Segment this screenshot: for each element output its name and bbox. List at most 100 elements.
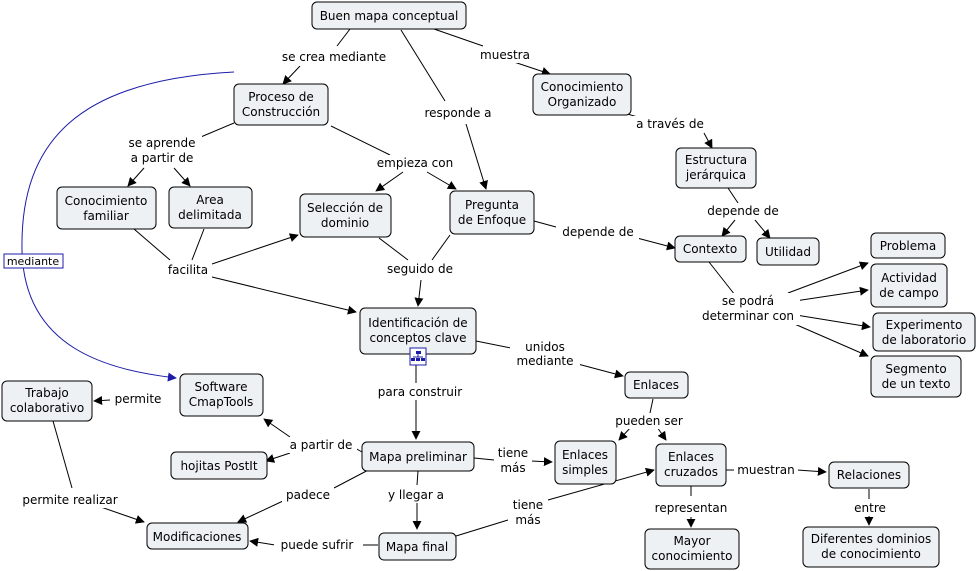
concept-estructura-jerarquica[interactable]: Estructura jerárquica	[675, 147, 757, 189]
svg-text:se crea mediante: se crea mediante	[282, 50, 386, 64]
concept-enlaces-cruzados[interactable]: Enlaces cruzados	[655, 443, 727, 487]
svg-text:mediante: mediante	[7, 255, 60, 268]
concept-utilidad[interactable]: Utilidad	[756, 237, 820, 266]
svg-text:Identificación de: Identificación de	[368, 316, 467, 330]
svg-text:dominio: dominio	[321, 216, 369, 230]
svg-text:puede sufrir: puede sufrir	[281, 538, 354, 552]
link-se-crea-mediante: se crea mediante	[278, 48, 390, 66]
link-para-construir: para construir	[372, 383, 468, 400]
svg-text:Estructura: Estructura	[685, 153, 747, 167]
svg-text:Conocimiento: Conocimiento	[65, 194, 148, 208]
svg-text:determinar con: determinar con	[702, 309, 794, 323]
svg-text:responde a: responde a	[424, 106, 491, 120]
concept-identificacion-de-conceptos-clave[interactable]: Identificación de conceptos clave	[359, 307, 477, 355]
svg-text:Buen mapa conceptual: Buen mapa conceptual	[320, 9, 459, 23]
concept-hojitas-postit[interactable]: hojitas PostIt	[170, 451, 268, 480]
link-permite: permite	[110, 391, 166, 407]
svg-text:de laboratorio: de laboratorio	[882, 333, 966, 347]
svg-text:Contexto: Contexto	[683, 242, 737, 256]
svg-text:Conocimiento: Conocimiento	[541, 80, 624, 94]
link-mediante-label: mediante	[3, 253, 64, 269]
concept-area-delimitada[interactable]: Area delimitada	[168, 186, 253, 229]
svg-text:permite: permite	[115, 392, 162, 406]
link-tiene-mas-1: tiene más	[494, 446, 532, 476]
svg-text:entre: entre	[854, 501, 886, 515]
link-y-llegar-a: y llegar a	[384, 486, 448, 503]
concept-experimento-de-laboratorio[interactable]: Experimento de laboratorio	[872, 312, 976, 352]
concept-enlaces-simples[interactable]: Enlaces simples	[554, 440, 617, 485]
link-pueden-ser: pueden ser	[609, 413, 689, 429]
svg-text:Mapa final: Mapa final	[386, 540, 448, 554]
svg-text:Enlaces: Enlaces	[633, 378, 679, 392]
svg-text:CmapTools: CmapTools	[189, 395, 254, 409]
svg-text:a través de: a través de	[636, 117, 704, 131]
link-muestran: muestran	[734, 462, 798, 478]
concept-proceso-de-construccion[interactable]: Proceso de Construcción	[233, 83, 329, 126]
svg-text:Segmento: Segmento	[885, 362, 946, 376]
concept-pregunta-de-enfoque[interactable]: Pregunta de Enfoque	[449, 190, 535, 235]
concept-seleccion-de-dominio[interactable]: Selección de dominio	[299, 193, 392, 238]
concept-conocimiento-familiar[interactable]: Conocimiento familiar	[56, 186, 157, 230]
svg-text:Proceso de: Proceso de	[248, 90, 313, 104]
svg-text:Enlaces: Enlaces	[562, 448, 608, 462]
svg-text:unidos: unidos	[525, 340, 565, 354]
concept-mapa-preliminar[interactable]: Mapa preliminar	[361, 441, 475, 472]
svg-text:simples: simples	[562, 463, 608, 477]
link-empieza-con: empieza con	[372, 155, 458, 171]
concept-trabajo-colaborativo[interactable]: Trabajo colaborativo	[1, 380, 93, 422]
svg-text:a partir de: a partir de	[131, 151, 194, 165]
concept-problema[interactable]: Problema	[870, 232, 946, 259]
svg-text:familiar: familiar	[83, 209, 129, 223]
link-tiene-mas-2: tiene más	[508, 498, 548, 528]
link-padece: padece	[282, 487, 334, 503]
svg-text:de conocimiento: de conocimiento	[821, 547, 921, 561]
svg-text:se podrá: se podrá	[722, 294, 774, 308]
svg-text:Problema: Problema	[880, 239, 936, 253]
concept-map-resource-icon[interactable]	[409, 347, 427, 366]
link-representan: representan	[648, 499, 734, 516]
concept-mayor-conocimiento[interactable]: Mayor conocimiento	[644, 528, 740, 570]
concept-relaciones[interactable]: Relaciones	[828, 461, 910, 489]
svg-text:y llegar a: y llegar a	[388, 488, 444, 502]
svg-text:más: más	[515, 513, 540, 527]
concept-buen-mapa-conceptual[interactable]: Buen mapa conceptual	[311, 1, 467, 30]
link-se-aprende-a-partir-de: se aprende a partir de	[122, 135, 202, 167]
svg-text:conocimiento: conocimiento	[652, 549, 733, 563]
link-muestra: muestra	[478, 47, 532, 63]
link-a-traves-de: a través de	[630, 116, 710, 132]
svg-text:Software: Software	[195, 380, 248, 394]
concept-diferentes-dominios-de-conocimiento[interactable]: Diferentes dominios de conocimiento	[802, 526, 940, 568]
svg-text:Area: Area	[196, 193, 224, 207]
svg-text:jerárquica: jerárquica	[685, 168, 746, 182]
concept-software-cmaptools[interactable]: Software CmapTools	[179, 373, 264, 417]
concept-actividad-de-campo[interactable]: Actividad de campo	[870, 263, 948, 308]
svg-text:Diferentes dominios: Diferentes dominios	[811, 532, 932, 546]
svg-text:muestran: muestran	[737, 463, 795, 477]
svg-text:colaborativo: colaborativo	[10, 401, 84, 415]
svg-text:conceptos clave: conceptos clave	[369, 331, 466, 345]
concept-mapa-final[interactable]: Mapa final	[378, 532, 457, 561]
concept-enlaces[interactable]: Enlaces	[624, 371, 689, 399]
svg-text:padece: padece	[286, 488, 330, 502]
connections	[21, 28, 874, 547]
svg-text:Modificaciones: Modificaciones	[153, 530, 242, 544]
svg-text:representan: representan	[655, 501, 728, 515]
link-facilita: facilita	[164, 262, 212, 278]
svg-text:pueden ser: pueden ser	[615, 414, 683, 428]
svg-text:Mayor: Mayor	[673, 534, 710, 548]
concept-modificaciones[interactable]: Modificaciones	[146, 522, 249, 550]
concept-conocimiento-organizado[interactable]: Conocimiento Organizado	[532, 73, 632, 116]
concept-contexto[interactable]: Contexto	[674, 235, 747, 263]
link-seguido-de: seguido de	[382, 261, 458, 278]
concept-segmento-de-un-texto[interactable]: Segmento de un texto	[870, 355, 962, 398]
link-depende-de-estructura: depende de	[702, 203, 784, 219]
svg-text:tiene: tiene	[498, 446, 528, 460]
svg-text:Trabajo: Trabajo	[24, 386, 69, 400]
svg-text:empieza con: empieza con	[377, 156, 453, 170]
svg-text:Relaciones: Relaciones	[837, 468, 901, 482]
svg-text:para construir: para construir	[378, 385, 462, 399]
link-responde-a: responde a	[420, 104, 496, 122]
svg-text:a partir de: a partir de	[290, 438, 353, 452]
link-se-podra-determinar-con: se podrá determinar con	[696, 293, 800, 325]
link-unidos-mediante: unidos mediante	[510, 339, 580, 371]
